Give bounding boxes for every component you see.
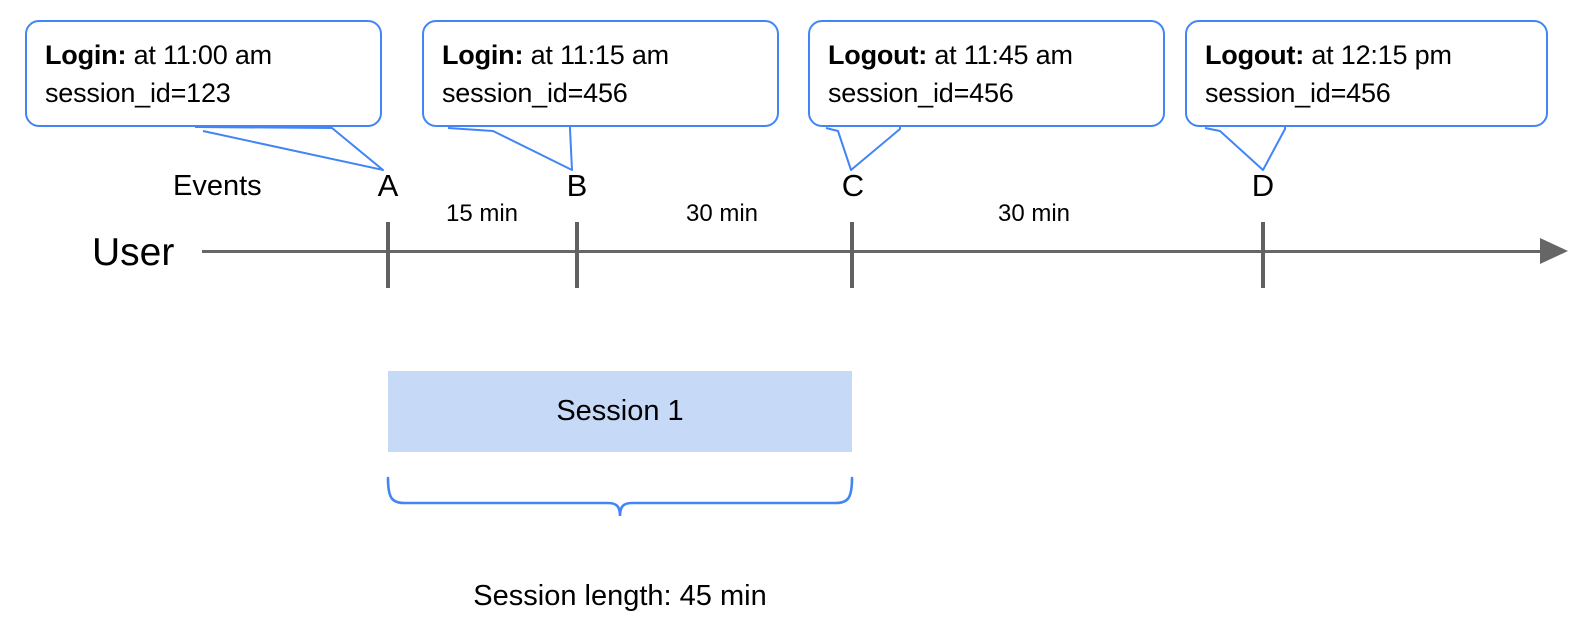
callout-box-3[interactable]: Logout: at 11:45 am session_id=456 [808, 20, 1165, 127]
tick-mark-a [386, 222, 390, 288]
timeline-axis [202, 250, 1547, 253]
user-lane-label: User [92, 231, 175, 274]
duration-label-c-d: 30 min [997, 200, 1071, 227]
callout-box-2[interactable]: Login: at 11:15 am session_id=456 [422, 20, 779, 127]
tick-mark-b [575, 222, 579, 288]
callout-tail-4 [1204, 127, 1286, 171]
duration-label-a-b: 15 min [445, 200, 519, 227]
session-length-caption: Session length: 45 min [473, 580, 767, 612]
tick-mark-d [1261, 222, 1265, 288]
callout-1-time: at 11:00 am [126, 40, 273, 70]
tick-label-c: C [841, 168, 865, 203]
tick-label-a: A [377, 168, 399, 203]
session-bar[interactable]: Session 1 [388, 371, 852, 452]
callout-3-session-id: session_id=456 [828, 78, 1014, 108]
callout-1-event-label: Login: [45, 40, 127, 70]
callout-tail-3 [825, 127, 901, 171]
callout-2-line-1: Login: at 11:15 am [442, 36, 759, 74]
callout-4-line-1: Logout: at 12:15 pm [1205, 36, 1528, 74]
session-bar-label: Session 1 [556, 395, 684, 427]
callout-4-event-label: Logout: [1205, 40, 1305, 70]
callout-tail-1 [194, 126, 384, 171]
callout-2-time: at 11:15 am [523, 40, 670, 70]
callout-box-1[interactable]: Login: at 11:00 am session_id=123 [25, 20, 382, 127]
duration-label-b-c: 30 min [685, 200, 759, 227]
callout-2-event-label: Login: [442, 40, 524, 70]
callout-4-session-id: session_id=456 [1205, 78, 1391, 108]
callout-3-event-label: Logout: [828, 40, 928, 70]
tick-label-b: B [566, 168, 588, 203]
callout-4-time: at 12:15 pm [1304, 40, 1452, 70]
callout-tail-2 [447, 127, 573, 171]
callout-2-session-id: session_id=456 [442, 78, 628, 108]
tick-label-d: D [1251, 168, 1275, 203]
callout-3-time: at 11:45 am [927, 40, 1073, 70]
callout-1-line-1: Login: at 11:00 am [45, 36, 362, 74]
callout-box-4[interactable]: Logout: at 12:15 pm session_id=456 [1185, 20, 1548, 127]
callout-1-session-id: session_id=123 [45, 78, 231, 108]
tick-mark-c [850, 222, 854, 288]
events-lane-label: Events [173, 170, 262, 202]
callout-3-line-1: Logout: at 11:45 am [828, 36, 1145, 74]
session-brace [386, 476, 854, 517]
